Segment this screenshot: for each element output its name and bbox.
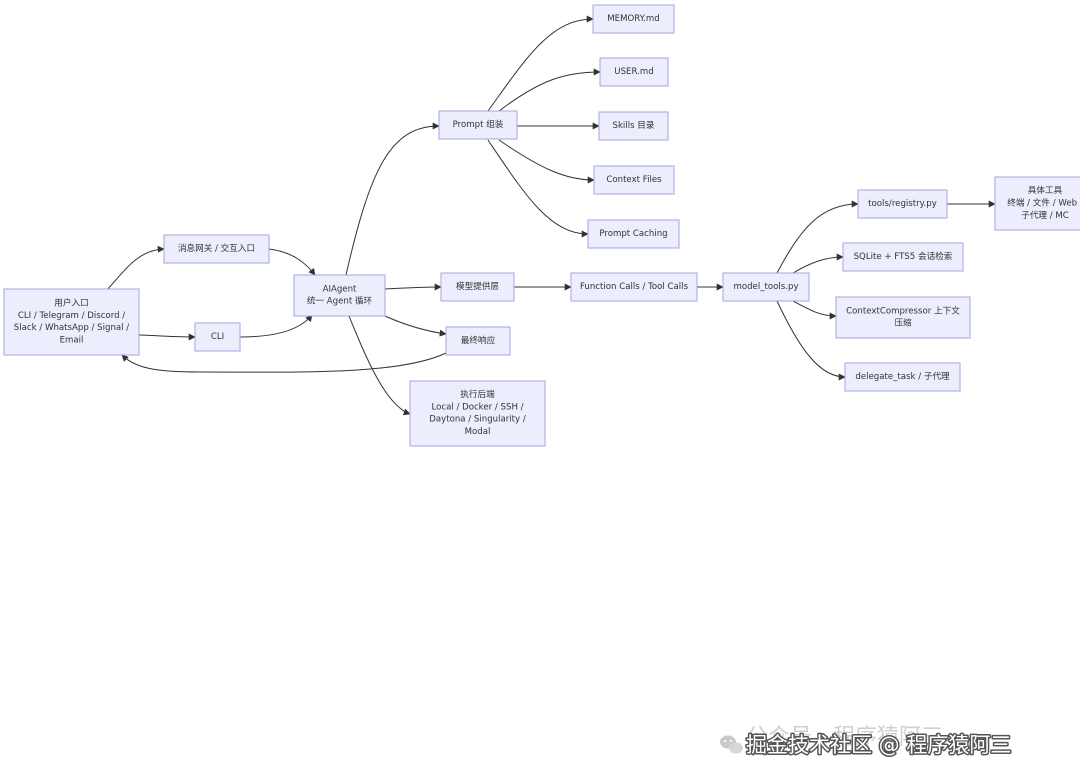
node-label-line: USER.md — [614, 67, 653, 77]
node-box — [598, 111, 669, 141]
node-exec-backend[interactable]: 执行后端 Local / Docker / SSH / Daytona / Sing… — [409, 380, 546, 447]
node-label-line: CLI / Telegram / Discord / — [18, 311, 125, 321]
node-box — [409, 380, 546, 447]
edge-model-tools-to-compressor — [792, 300, 837, 320]
node-skills-dir[interactable]: Skills 目录 — [598, 111, 669, 141]
node-label-line: 执行后端 — [460, 388, 495, 400]
node-box — [3, 288, 140, 356]
edge-aiagent-to-exec-backend — [348, 315, 411, 416]
node-box — [599, 57, 669, 87]
node-box — [592, 4, 675, 34]
node-label-line: 终端 / 文件 / Web / — [1007, 197, 1080, 209]
node-label-line: Prompt 组装 — [453, 118, 504, 130]
node-box — [994, 176, 1080, 231]
node-box — [844, 362, 961, 392]
node-label-line: Context Files — [606, 175, 662, 185]
node-model-tools[interactable]: model_tools.py — [722, 272, 810, 302]
node-label-line: Slack / WhatsApp / Signal / — [14, 323, 130, 333]
node-label-line: Local / Docker / SSH / — [431, 402, 523, 412]
node-label-line: CLI — [211, 332, 224, 342]
node-label-line: SQLite + FTS5 会话检索 — [854, 250, 953, 262]
node-label-line: 子代理 / MC — [1021, 210, 1069, 221]
node-prompt-assembly[interactable]: Prompt 组装 — [438, 110, 518, 140]
node-label-line: Skills 目录 — [613, 120, 655, 131]
edge-user-entry-to-cli — [138, 333, 196, 341]
node-label-line: Email — [60, 335, 84, 345]
nodes: 用户入口 CLI / Telegram / Discord / Slack / Wh… — [3, 4, 1080, 447]
edge-prompt-to-prompt-caching — [487, 139, 589, 238]
watermark: 公众号 · 程序猿阿三 掘金技术社区 @ 程序猿阿三 — [720, 725, 1013, 759]
node-model-provider[interactable]: 模型提供层 — [440, 272, 515, 302]
node-box — [857, 189, 948, 219]
node-cli[interactable]: CLI — [194, 322, 241, 352]
node-label-line: ContextCompressor 上下文 — [846, 304, 960, 316]
edge-aiagent-to-prompt-assembly — [345, 122, 440, 276]
node-label-line: MEMORY.md — [607, 14, 660, 24]
node-box — [722, 272, 810, 302]
edge-model-tools-to-sqlite — [792, 253, 844, 274]
edge-cli-to-aiagent — [239, 314, 313, 338]
node-label-line: delegate_task / 子代理 — [855, 371, 950, 382]
edge-final-response-to-user-entry — [121, 352, 447, 373]
node-user-entry[interactable]: 用户入口 CLI / Telegram / Discord / Slack / Wh… — [3, 288, 140, 356]
node-label-line: 最终响应 — [461, 334, 496, 346]
node-gateway[interactable]: 消息网关 / 交互入口 — [163, 234, 270, 264]
edge-model-tools-to-registry — [776, 200, 859, 274]
wechat-icon — [720, 735, 743, 754]
node-label-line: 统一 Agent 循环 — [307, 295, 373, 307]
node-label-line: AIAgent — [323, 284, 357, 294]
edge-prompt-to-context-files — [498, 139, 595, 184]
node-box — [835, 296, 971, 339]
node-box — [587, 219, 680, 249]
node-final-response[interactable]: 最终响应 — [445, 326, 511, 356]
node-prompt-caching[interactable]: Prompt Caching — [587, 219, 680, 249]
edge-aiagent-to-final-response — [384, 315, 447, 337]
node-function-calls[interactable]: Function Calls / Tool Calls — [570, 272, 698, 302]
node-label-line: tools/registry.py — [868, 199, 937, 209]
edge-model-tools-to-delegate — [776, 300, 846, 381]
node-delegate-task[interactable]: delegate_task / 子代理 — [844, 362, 961, 392]
node-label-line: Function Calls / Tool Calls — [580, 282, 689, 292]
node-box — [593, 165, 675, 195]
edge-prompt-to-user-md — [498, 68, 601, 112]
edges — [107, 15, 996, 416]
node-memory-md[interactable]: MEMORY.md — [592, 4, 675, 34]
node-label-line: 模型提供层 — [456, 280, 499, 292]
node-label-line: 用户入口 — [54, 297, 88, 309]
node-tools-registry[interactable]: tools/registry.py — [857, 189, 948, 219]
edge-gateway-to-aiagent — [268, 248, 316, 276]
edge-aiagent-to-model-provider — [384, 283, 442, 291]
node-label-line: 具体工具 — [1028, 184, 1063, 196]
node-box — [842, 242, 964, 272]
node-box — [163, 234, 270, 264]
edge-prompt-to-memory — [487, 15, 594, 112]
node-user-md[interactable]: USER.md — [599, 57, 669, 87]
node-label-line: model_tools.py — [733, 282, 798, 292]
edge-user-entry-to-gateway — [107, 245, 165, 290]
node-label-line: 消息网关 / 交互入口 — [178, 242, 255, 254]
watermark-back-text: 公众号 · 程序猿阿三 — [746, 725, 943, 750]
node-sqlite-search[interactable]: SQLite + FTS5 会话检索 — [842, 242, 964, 272]
node-label-line: Daytona / Singularity / — [429, 415, 526, 425]
node-box — [440, 272, 515, 302]
node-box — [445, 326, 511, 356]
watermark-front-text: 掘金技术社区 @ 程序猿阿三 — [746, 733, 1011, 757]
node-box — [570, 272, 698, 302]
node-box — [293, 274, 386, 317]
node-label-line: Modal — [465, 427, 491, 437]
node-label-line: 压缩 — [894, 317, 912, 329]
node-label-line: Prompt Caching — [599, 229, 667, 239]
node-box — [438, 110, 518, 140]
node-context-files[interactable]: Context Files — [593, 165, 675, 195]
node-box — [194, 322, 241, 352]
